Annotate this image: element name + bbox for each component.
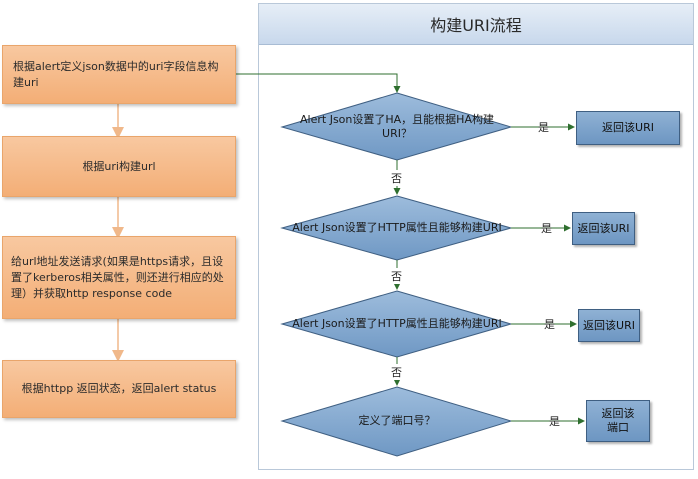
result-return-uri-1: 返回该URI [576, 111, 680, 145]
no-label-1: 否 [391, 170, 402, 186]
result-return-uri-3: 返回该URI [578, 309, 640, 342]
left-step-send-request: 给url地址发送请求(如果是https请求，且设置了kerberos相关属性，则… [2, 236, 236, 319]
decision-text-http-2: Alert Json设置了HTTP属性且能够构建URI [292, 317, 502, 330]
no-label-2: 否 [391, 268, 402, 284]
panel-title: 构建URI流程 [259, 4, 693, 45]
yes-label-2: 是 [541, 222, 552, 235]
left-step-build-url: 根据uri构建url [2, 136, 236, 197]
decision-text-port: 定义了端口号？ [358, 414, 436, 427]
yes-label-3: 是 [544, 318, 555, 331]
yes-label-1: 是 [538, 121, 549, 134]
left-step-build-uri: 根据alert定义json数据中的uri字段信息构建uri [2, 45, 236, 104]
entry-connector [236, 73, 401, 93]
decision-text-ha: Alert Json设置了HA，且能根据HA构建URI？ [300, 113, 494, 140]
yes-label-4: 是 [549, 415, 560, 428]
result-return-uri-2: 返回该URI [572, 212, 635, 245]
left-step-return-status: 根据httpp 返回状态，返回alert status [2, 360, 236, 418]
decision-diamond-4 [280, 386, 513, 457]
no-label-3: 否 [391, 364, 402, 380]
decision-text-http-1: Alert Json设置了HTTP属性且能够构建URI [292, 221, 502, 234]
result-return-port: 返回该端口 [586, 400, 650, 442]
